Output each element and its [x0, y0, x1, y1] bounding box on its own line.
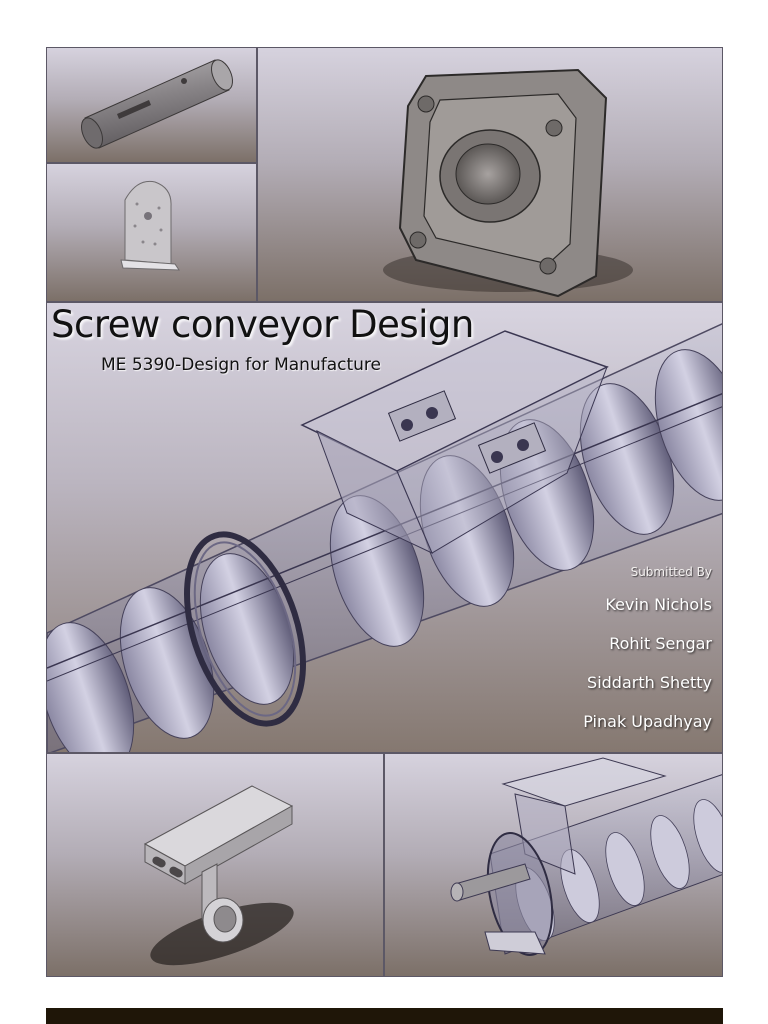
shaft-render-panel	[46, 47, 257, 163]
author-name: Rohit Sengar	[609, 634, 712, 653]
footer-bar	[46, 1008, 723, 1024]
plate-render-panel	[46, 163, 257, 302]
author-name: Siddarth Shetty	[587, 673, 712, 692]
credits-block: Submitted By Kevin Nichols Rohit Sengar …	[583, 565, 712, 751]
author-name: Pinak Upadhyay	[583, 712, 712, 731]
shaft-render	[81, 59, 233, 149]
screw-conveyor-render	[47, 323, 722, 752]
page-title: Screw conveyor Design	[51, 303, 474, 346]
conveyor-assembly-render	[450, 757, 722, 956]
flange-bearing-render	[383, 68, 633, 298]
course-subtitle: ME 5390-Design for Manufacture	[101, 355, 381, 375]
bracket-render-panel	[46, 753, 384, 977]
bearing-plate-render	[120, 180, 180, 271]
flange-render-panel	[257, 47, 723, 302]
main-conveyor-panel: Screw conveyor Design ME 5390-Design for…	[46, 302, 723, 753]
hanger-bracket-render	[143, 785, 294, 966]
author-name: Kevin Nichols	[605, 595, 712, 614]
submitted-by-label: Submitted By	[630, 565, 712, 579]
assembly-render-panel	[384, 753, 723, 977]
